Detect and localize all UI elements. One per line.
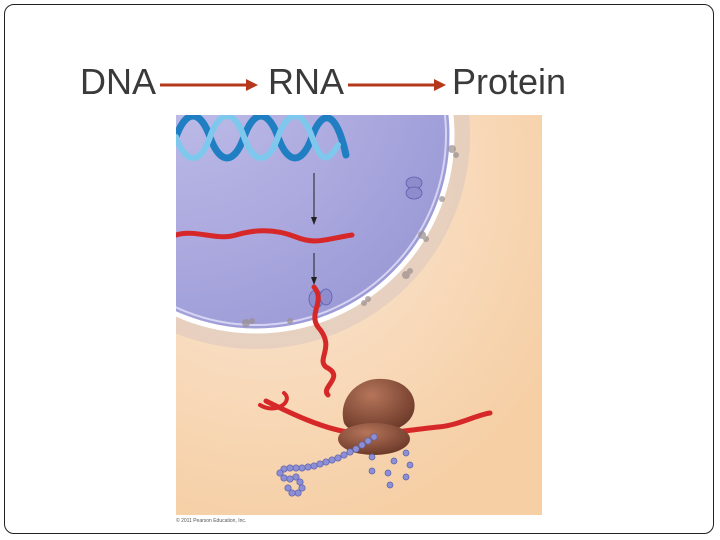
mrna-exiting — [311, 284, 337, 398]
transcription-arrow — [311, 173, 317, 225]
dna-to-rna-arrow — [160, 79, 258, 91]
rna-label: RNA — [268, 61, 345, 102]
mrna-in-nucleus — [176, 228, 355, 244]
gene-expression-figure — [176, 115, 542, 515]
envelope-clusters — [242, 145, 459, 327]
free-amino-acids — [368, 449, 414, 489]
nuclear-envelope-inner — [176, 115, 447, 326]
dna-label: DNA — [80, 61, 157, 102]
mrna-tail — [258, 391, 289, 411]
polypeptide-chain — [276, 433, 378, 497]
export-arrow — [311, 253, 317, 285]
protein-label: Protein — [452, 61, 567, 102]
dna-helix — [176, 115, 350, 162]
copyright-credit: © 2011 Pearson Education, Inc. — [176, 518, 247, 524]
rna-to-protein-arrow — [348, 79, 446, 91]
